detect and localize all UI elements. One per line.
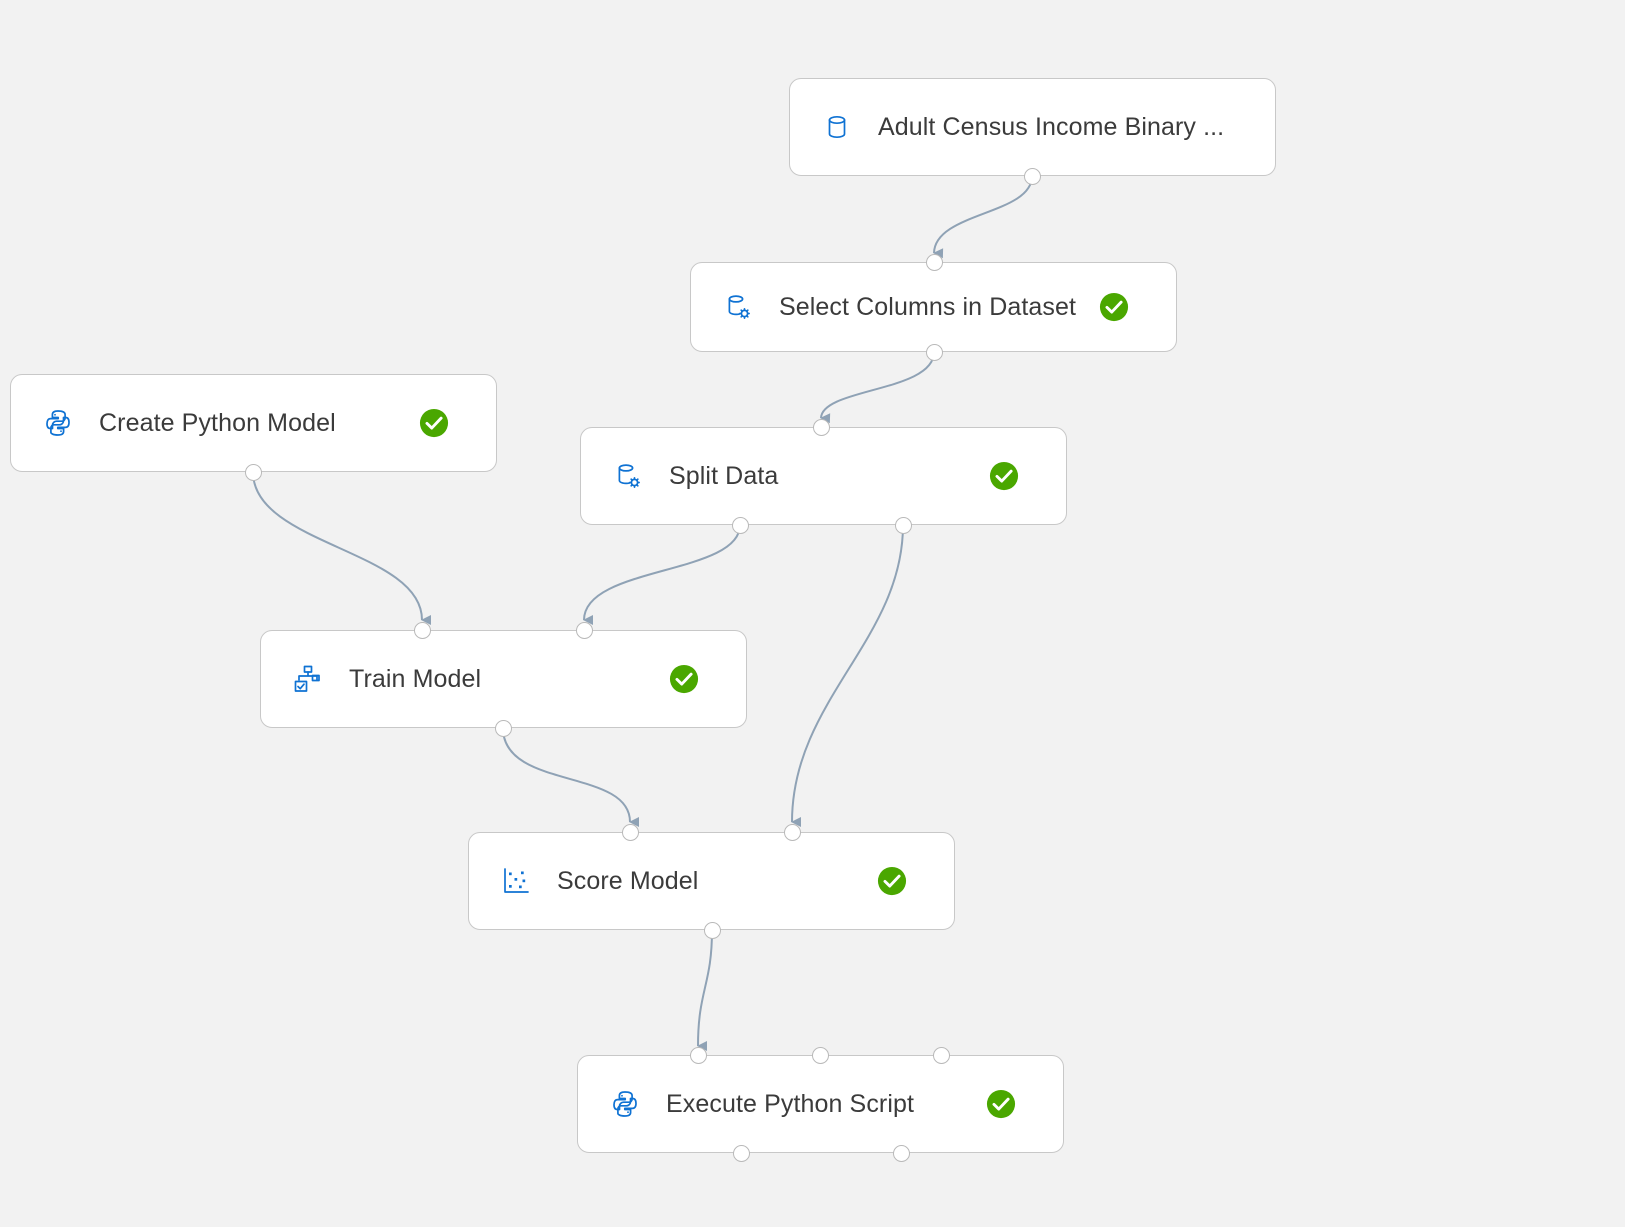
node-adult-census-income-binary[interactable]: Adult Census Income Binary ...: [789, 78, 1276, 176]
node-title: Select Columns in Dataset: [779, 292, 1077, 321]
status-check-circle-icon: [669, 664, 699, 694]
status-check-circle-icon: [877, 866, 907, 896]
output-port-adult-census-income-binary-0[interactable]: [1023, 167, 1041, 185]
input-port-execute-python-script-1[interactable]: [811, 1046, 829, 1064]
input-port-select-columns-in-dataset-0[interactable]: [925, 253, 943, 271]
edge-split-data-to-score-model[interactable]: [791, 524, 904, 828]
input-port-split-data-0[interactable]: [812, 418, 830, 436]
python-icon: [41, 406, 75, 440]
node-select-columns-in-dataset[interactable]: Select Columns in Dataset: [690, 262, 1177, 352]
input-port-execute-python-script-0[interactable]: [689, 1046, 707, 1064]
node-title: Execute Python Script: [666, 1089, 915, 1118]
edge-split-data-to-train-model[interactable]: [583, 524, 741, 626]
node-train-model[interactable]: Train Model: [260, 630, 747, 728]
sitemap-check-icon: [291, 662, 325, 696]
node-title: Split Data: [669, 461, 779, 490]
python-icon: [608, 1087, 642, 1121]
input-port-score-model-0[interactable]: [621, 823, 639, 841]
database-gear-icon: [721, 290, 755, 324]
status-check-circle-icon: [419, 408, 449, 438]
status-check-circle-icon: [986, 1089, 1016, 1119]
edge-adult-census-income-binary-to-select-columns-in-dataset[interactable]: [933, 175, 1033, 259]
node-create-python-model[interactable]: Create Python Model: [10, 374, 497, 472]
output-port-score-model-0[interactable]: [703, 921, 721, 939]
database-icon: [820, 110, 854, 144]
edge-score-model-to-execute-python-script[interactable]: [697, 929, 713, 1052]
node-execute-python-script[interactable]: Execute Python Script: [577, 1055, 1064, 1153]
scatter-plot-icon: [499, 864, 533, 898]
output-port-split-data-1[interactable]: [894, 516, 912, 534]
output-port-execute-python-script-1[interactable]: [892, 1144, 910, 1162]
node-title: Create Python Model: [99, 408, 336, 437]
node-title: Score Model: [557, 866, 699, 895]
input-port-train-model-0[interactable]: [413, 621, 431, 639]
output-port-execute-python-script-0[interactable]: [732, 1144, 750, 1162]
status-check-circle-icon: [1099, 292, 1129, 322]
output-port-select-columns-in-dataset-0[interactable]: [925, 343, 943, 361]
output-port-create-python-model-0[interactable]: [244, 463, 262, 481]
edge-train-model-to-score-model[interactable]: [502, 727, 640, 827]
status-none: [1224, 112, 1254, 142]
edge-create-python-model-to-train-model[interactable]: [252, 471, 432, 625]
status-check-circle-icon: [989, 461, 1019, 491]
output-port-train-model-0[interactable]: [494, 719, 512, 737]
node-title: Adult Census Income Binary ...: [878, 112, 1225, 141]
input-port-execute-python-script-2[interactable]: [932, 1046, 950, 1064]
node-score-model[interactable]: Score Model: [468, 832, 955, 930]
node-split-data[interactable]: Split Data: [580, 427, 1067, 525]
database-gear-icon: [611, 459, 645, 493]
edge-select-columns-in-dataset-to-split-data[interactable]: [820, 351, 935, 424]
output-port-split-data-0[interactable]: [731, 516, 749, 534]
input-port-train-model-1[interactable]: [575, 621, 593, 639]
input-port-score-model-1[interactable]: [783, 823, 801, 841]
node-title: Train Model: [349, 664, 482, 693]
